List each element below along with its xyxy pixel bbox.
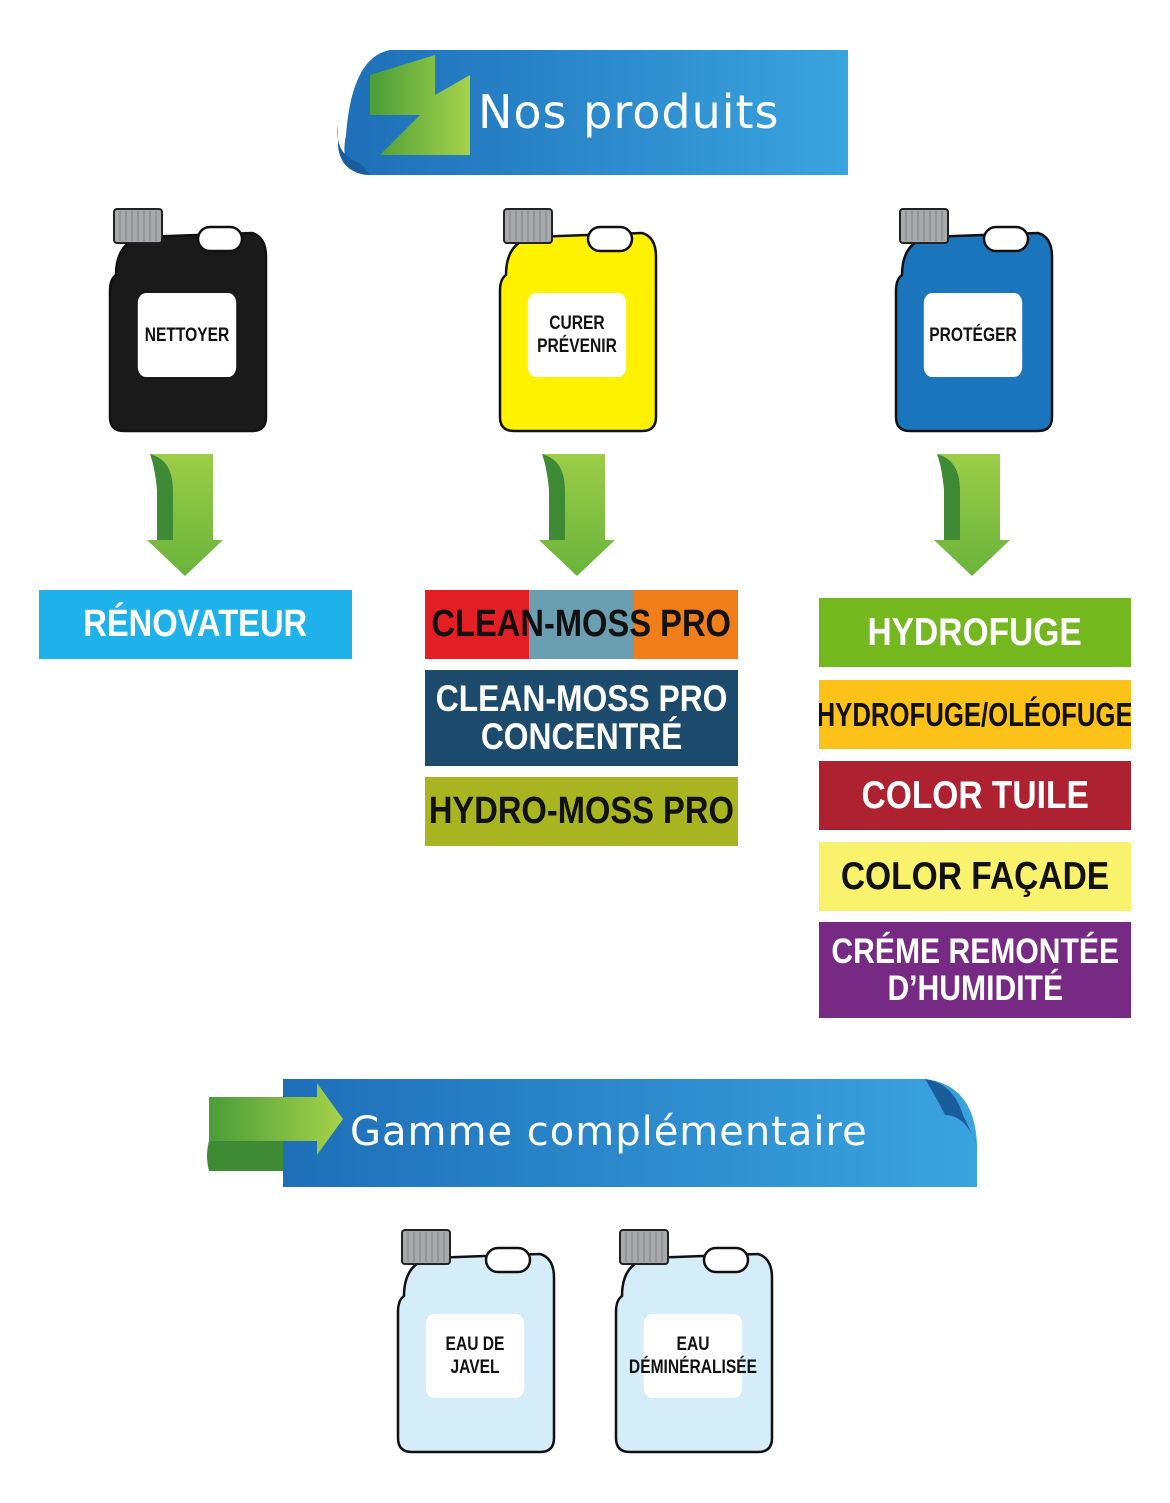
product-hydrofuge-oleofuge: HYDROFUGE/OLÉOFUGE — [819, 680, 1131, 749]
down-arrow-icon — [147, 454, 223, 576]
down-arrow-icon — [539, 454, 615, 576]
complementary-title: Gamme complémentaire — [350, 1109, 868, 1155]
product-clean-moss-pro: CLEAN-MOSS PRO — [425, 590, 738, 659]
jerrycan-eau-de-javel: EAU DE JAVEL — [390, 1226, 560, 1456]
jerrycan-nettoyer: NETTOYER — [102, 205, 272, 435]
product-hydro-moss-pro: HYDRO-MOSS PRO — [425, 777, 738, 846]
product-label-eau-de-javel: EAU DE JAVEL — [425, 1314, 525, 1398]
down-arrow-icon — [934, 454, 1010, 576]
banner-ribbon-graphic — [337, 50, 848, 175]
complementary-banner: Gamme complémentaire — [205, 1075, 983, 1193]
jerrycan-proteger: PROTÉGER — [888, 205, 1058, 435]
product-color-tuile: COLOR TUILE — [819, 761, 1131, 830]
page-title: Nos produits — [478, 85, 780, 139]
banner-ribbon-graphic — [207, 1079, 977, 1187]
category-label-nettoyer: NETTOYER — [137, 293, 237, 377]
product-color-facade: COLOR FAÇADE — [819, 842, 1131, 911]
product-hydrofuge: HYDROFUGE — [819, 598, 1131, 667]
category-label-proteger: PROTÉGER — [923, 293, 1023, 377]
header-banner: Nos produits — [330, 45, 855, 180]
product-renovateur: RÉNOVATEUR — [39, 590, 352, 659]
